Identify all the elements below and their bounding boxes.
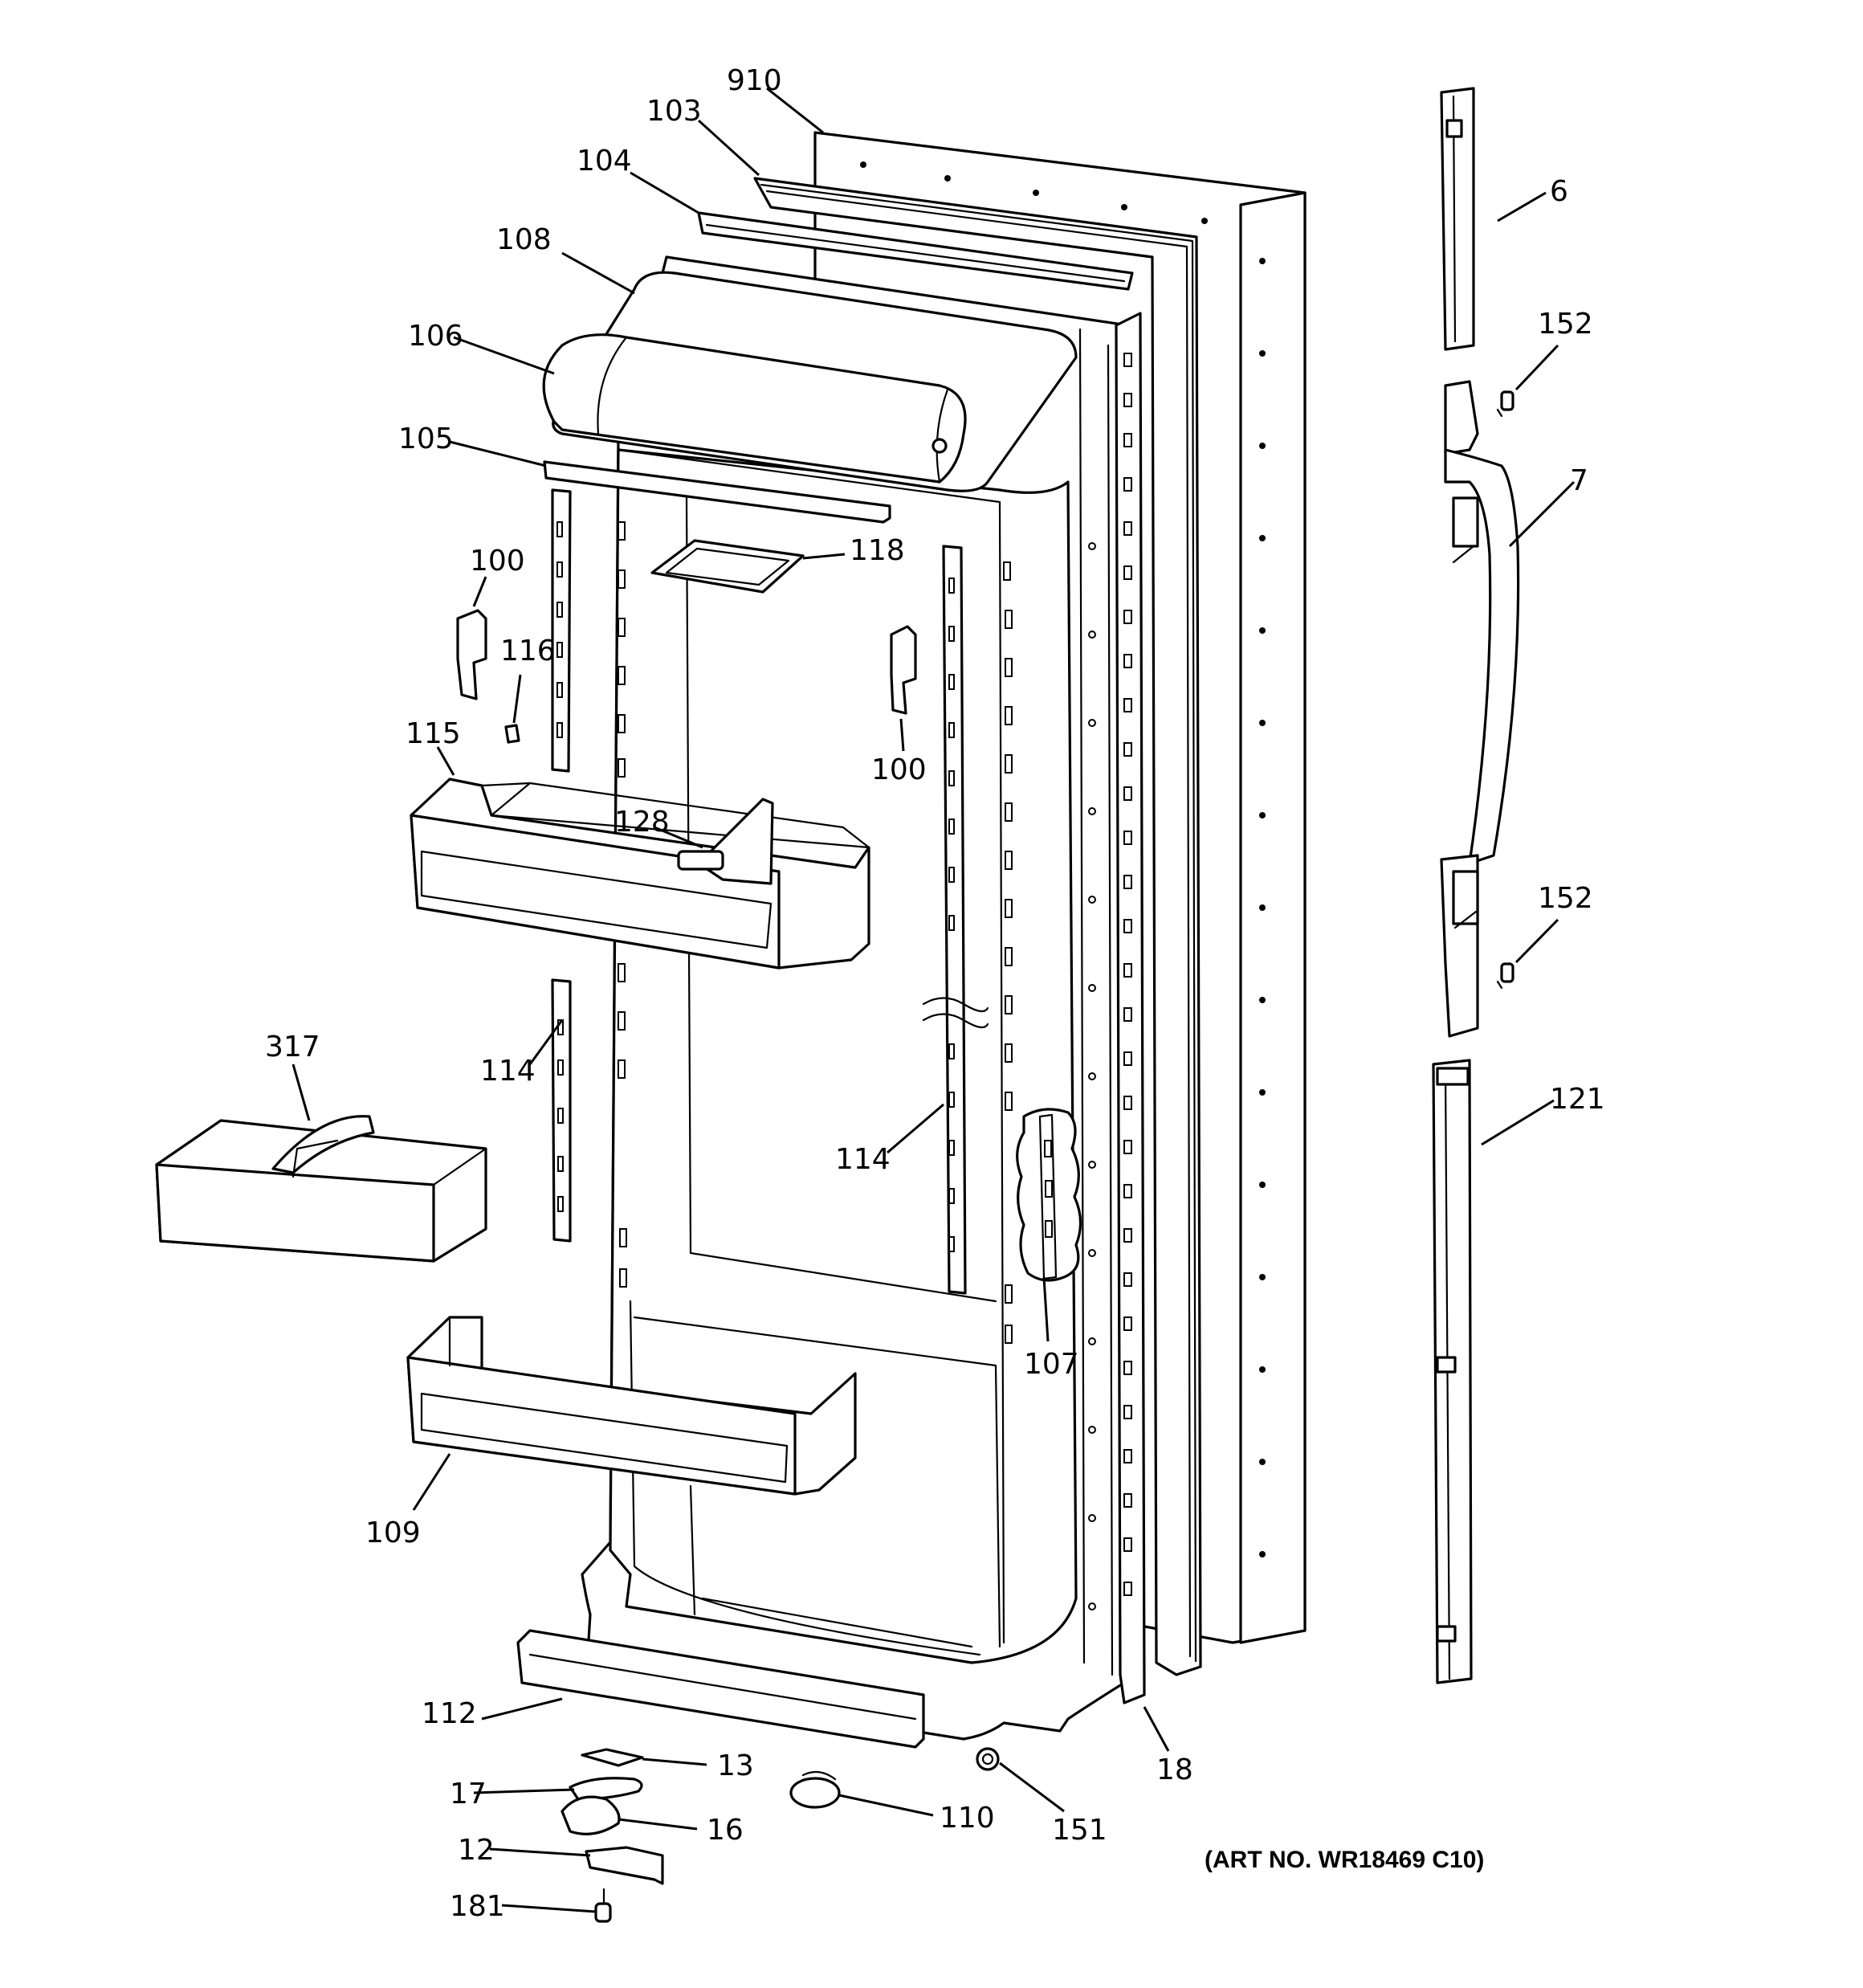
hinge-parts — [561, 1748, 664, 1923]
callout-112: 112 — [422, 1697, 477, 1730]
callout-128: 128 — [614, 806, 670, 839]
hinge-spring — [569, 1777, 643, 1801]
small-clip — [504, 724, 520, 744]
callout-18: 18 — [1156, 1753, 1193, 1786]
handle-screw-bottom — [1496, 962, 1514, 990]
callout-106: 106 — [408, 320, 463, 353]
butter-tray — [650, 539, 805, 594]
bottom-trim — [516, 1629, 925, 1749]
callout-110: 110 — [940, 1802, 995, 1835]
callout-labels: 910 103 104 108 106 105 118 100 116 100 … — [265, 64, 1605, 1923]
hinge-plate — [581, 1748, 644, 1767]
callout-910: 910 — [727, 64, 782, 97]
hinge-side-strip — [1115, 312, 1146, 1704]
callout-151: 151 — [1052, 1814, 1107, 1847]
cover-plug — [789, 1770, 841, 1809]
dairy-compartment-door — [542, 271, 1078, 524]
shelf-clip-left — [456, 609, 487, 700]
callout-121: 121 — [1550, 1083, 1605, 1116]
callout-104: 104 — [577, 145, 632, 178]
callout-105: 105 — [398, 423, 454, 455]
hinge-bracket — [585, 1846, 664, 1885]
callout-116: 116 — [500, 635, 556, 667]
callout-7: 7 — [1570, 464, 1588, 497]
callout-152-bottom: 152 — [1538, 882, 1593, 915]
callout-152-top: 152 — [1538, 308, 1593, 341]
callout-6: 6 — [1550, 175, 1568, 208]
door-handle — [1440, 380, 1520, 1038]
callout-100-left: 100 — [470, 545, 525, 578]
handle-base-strip — [1432, 1059, 1473, 1684]
hinge-cam — [561, 1795, 621, 1835]
callout-114-left: 114 — [480, 1055, 536, 1088]
top-breaker-strip — [697, 211, 1134, 291]
cutaway-detail — [1016, 1108, 1082, 1282]
callout-16: 16 — [707, 1814, 744, 1847]
handle-end-cap — [1440, 87, 1475, 351]
callout-103: 103 — [646, 95, 702, 128]
shelf-rail-right — [922, 545, 989, 1295]
door-gasket — [753, 177, 1202, 1676]
callout-118: 118 — [850, 534, 905, 567]
callout-109: 109 — [365, 1517, 421, 1549]
callout-317: 317 — [265, 1031, 320, 1063]
hinge-screw — [594, 1888, 612, 1923]
shelf-rail-left — [551, 488, 572, 1243]
callout-17: 17 — [450, 1778, 487, 1810]
callout-181: 181 — [450, 1890, 505, 1923]
callout-13: 13 — [717, 1749, 754, 1782]
handle-screw-top — [1496, 390, 1514, 418]
upper-door-bin — [410, 778, 870, 970]
lower-door-bin — [406, 1316, 857, 1496]
door-screw — [976, 1747, 1000, 1771]
callout-115: 115 — [406, 717, 461, 750]
art-number: (ART NO. WR18469 C10) — [1205, 1847, 1484, 1873]
shelf-clip-right — [890, 625, 917, 715]
callout-100-right: 100 — [871, 753, 927, 786]
callout-107: 107 — [1024, 1348, 1079, 1381]
callout-12: 12 — [458, 1834, 495, 1867]
callout-108: 108 — [496, 223, 552, 256]
utility-basket — [155, 1115, 487, 1263]
leader-lines — [291, 87, 1576, 1913]
callout-114-right: 114 — [835, 1143, 891, 1176]
